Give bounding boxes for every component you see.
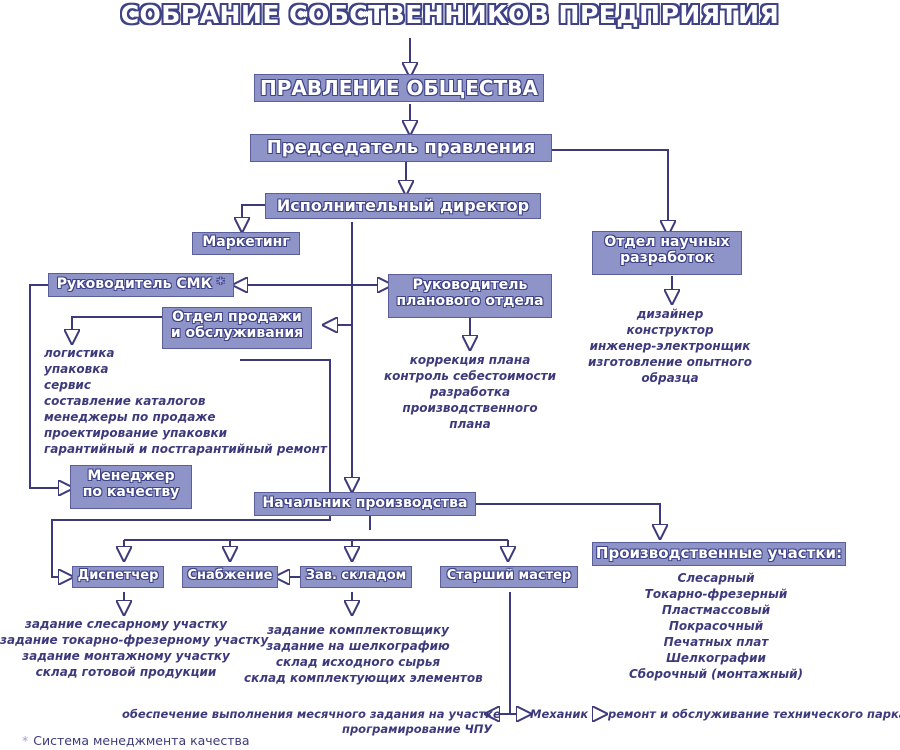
sales-task-item: сервис [44,378,91,392]
sales-task-item: логистика [44,346,115,360]
planning-task-item: коррекция плана [409,353,531,367]
production-sites-label: Производственные участки: [595,544,843,562]
production-site-item: Сборочный (монтажный) [628,667,804,681]
production-site-item: Покрасочный [668,619,764,633]
quality-manager-node: Менеджер по качеству [70,465,192,509]
planning-task-item: плана [449,417,491,431]
rnd-tasks-list: дизайнер конструктор инженер-электронщик из… [572,306,768,386]
rnd-task-item: изготовление опытного [587,355,753,369]
sales-tasks-list: логистика упаковка сервис составление катал… [44,345,327,457]
sales-dept-line1: Отдел продажи [172,309,302,325]
rnd-task-item: инженер-электронщик [589,339,751,353]
quality-manager-line2: по качеству [82,483,180,500]
chairman-label: Председатель правления [266,137,536,158]
qms-star-icon: * [216,276,225,292]
monthly-task-text: обеспечение выполнения месячного задания… [122,707,501,721]
footnote-star-icon: * [22,733,29,748]
production-site-item: Пластмассовый [661,603,771,617]
sales-task-item: составление каталогов [44,394,206,408]
rnd-dept-line2: разработок [620,249,714,266]
dispatcher-task-item: задание слесарному участку [24,617,228,631]
exec-director-node: Исполнительный директор [265,193,541,219]
warehouse-tasks-list: задание комплектовщику задание на шелкогр… [244,622,483,686]
dispatcher-task-item: задание монтажному участку [22,649,230,663]
sales-task-item: упаковка [44,362,109,376]
production-sites-node: Производственные участки: [592,542,846,566]
sales-task-item: гарантийный и постгарантийный ремонт [44,442,327,456]
production-head-label: Начальник производства [262,495,468,511]
dispatcher-node: Диспетчер [72,566,164,588]
rnd-task-item: конструктор [626,323,714,337]
planning-task-item: разработка [429,385,511,399]
quality-manager-line1: Менеджер [87,468,175,484]
rnd-dept-node: Отдел научных разработок [592,231,742,275]
footnote-text: Система менеджмента качества [33,733,250,748]
planning-tasks-list: коррекция плана контроль себестоимости раз… [372,352,568,432]
production-site-item: Печатных плат [663,635,769,649]
warehouse-node: Зав. складом [300,566,412,588]
sales-task-item: проектирование упаковки [44,426,228,440]
dispatcher-task-item: склад готовой продукции [35,665,217,679]
production-site-item: Шелкографии [666,651,766,665]
qms-head-label: Руководитель СМК [56,276,213,292]
warehouse-label: Зав. складом [305,568,407,583]
rnd-task-item: образца [641,371,699,385]
page-title: СОБРАНИЕ СОБСТВЕННИКОВ ПРЕДПРИЯТИЯ [120,0,780,29]
dispatcher-task-item: задание токарно-фрезерному участку [0,633,269,647]
warehouse-task-item: задание на шелкографию [266,639,450,653]
production-site-item: Слесарный [677,571,755,585]
warehouse-task-item: склад исходного сырья [275,655,441,669]
sales-task-item: менеджеры по продаже [44,410,216,424]
supply-node: Снабжение [182,566,278,588]
planning-head-line2: планового отдела [396,292,544,309]
planning-task-item: производственного [402,401,538,415]
production-site-item: Токарно-фрезерный [644,587,788,601]
rnd-dept-line1: Отдел научных [604,234,730,250]
maintenance-text: ремонт и обслуживание технического парка [608,707,900,721]
footnote: * Система менеджмента качества [22,733,250,748]
marketing-node: Маркетинг [192,232,300,255]
supply-label: Снабжение [187,568,273,583]
dispatcher-label: Диспетчер [77,568,159,583]
planning-task-item: контроль себестоимости [383,369,557,383]
cnc-programming-text: програмирование ЧПУ [342,722,493,736]
planning-head-line1: Руководитель [412,277,528,293]
sales-dept-node: Отдел продажи и обслуживания [162,307,312,349]
warehouse-task-item: склад комплектующих элементов [244,671,483,685]
senior-master-node: Старший мастер [440,566,578,588]
rnd-task-item: дизайнер [636,307,704,321]
dispatcher-tasks-list: задание слесарному участку задание токарн… [0,616,269,680]
exec-director-label: Исполнительный директор [276,196,530,215]
warehouse-task-item: задание комплектовщику [267,623,449,637]
mechanic-text: Механик [530,707,589,721]
qms-head-node: Руководитель СМК * [48,273,234,297]
sales-dept-line2: и обслуживания [170,324,304,341]
planning-head-node: Руководитель планового отдела [388,274,552,318]
board-label: ПРАВЛЕНИЕ ОБЩЕСТВА [260,76,538,100]
senior-master-label: Старший мастер [446,568,572,583]
production-head-node: Начальник производства [254,492,476,516]
chairman-node: Председатель правления [250,134,552,162]
board-node: ПРАВЛЕНИЕ ОБЩЕСТВА [254,74,544,102]
marketing-label: Маркетинг [202,234,290,250]
